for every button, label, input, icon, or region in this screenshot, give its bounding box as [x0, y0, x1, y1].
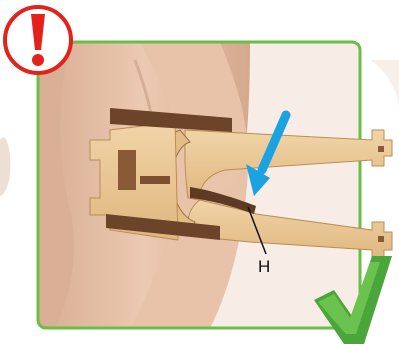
exclamation-warning-icon [5, 7, 71, 73]
background-hand-right [370, 60, 399, 110]
background-hand-left [0, 137, 10, 196]
callout-label-h: H [258, 258, 270, 275]
